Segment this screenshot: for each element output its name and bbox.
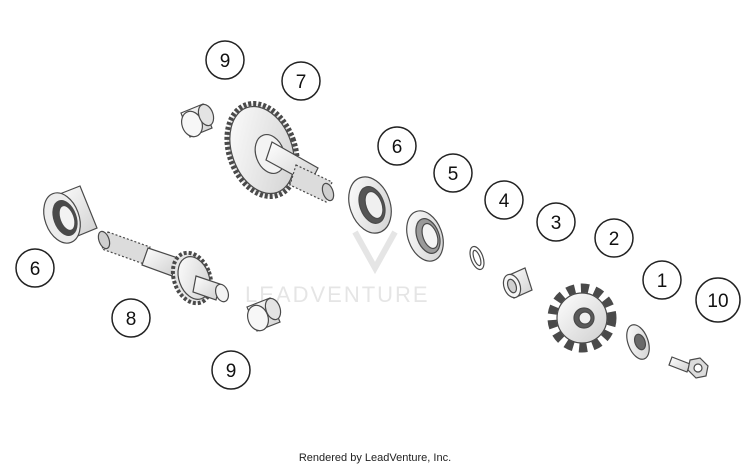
callout-9-top[interactable]: 9 — [205, 40, 245, 80]
callout-label: 10 — [707, 291, 728, 312]
oil-seal — [406, 210, 444, 262]
callout-label: 5 — [448, 164, 459, 185]
lock-washer — [626, 324, 650, 360]
callout-6-middle[interactable]: 6 — [377, 126, 417, 166]
callout-label: 4 — [499, 191, 510, 212]
callout-10[interactable]: 10 — [695, 277, 741, 323]
gear-shaft-assembly — [224, 101, 335, 203]
callout-label: 8 — [126, 309, 137, 330]
callout-label: 1 — [657, 271, 668, 292]
callout-label: 9 — [220, 51, 231, 72]
pinion-shaft — [97, 230, 230, 306]
spacer-bushing — [502, 267, 533, 299]
watermark: LEADVENTURE — [245, 230, 428, 307]
callout-label: 7 — [296, 72, 307, 93]
callout-label: 6 — [392, 137, 403, 158]
callout-3[interactable]: 3 — [536, 202, 576, 242]
sprocket — [547, 283, 617, 353]
ball-bearing-middle — [348, 176, 392, 234]
needle-bearing-top — [180, 103, 215, 138]
callout-8[interactable]: 8 — [111, 298, 151, 338]
needle-bearing-bottom — [246, 297, 282, 332]
callout-label: 2 — [609, 229, 620, 250]
o-ring — [469, 245, 485, 271]
callout-label: 3 — [551, 213, 562, 234]
render-credit: Rendered by LeadVenture, Inc. — [298, 452, 452, 464]
ball-bearing-left — [43, 185, 98, 244]
callout-label: 9 — [226, 361, 237, 382]
callout-5[interactable]: 5 — [433, 153, 473, 193]
callout-label: 6 — [30, 259, 41, 280]
callout-6-left[interactable]: 6 — [15, 248, 55, 288]
callout-2[interactable]: 2 — [594, 218, 634, 258]
callout-9-bottom[interactable]: 9 — [211, 350, 251, 390]
callout-7[interactable]: 7 — [281, 61, 321, 101]
callout-1[interactable]: 1 — [642, 260, 682, 300]
hex-bolt — [668, 356, 709, 379]
callout-4[interactable]: 4 — [484, 180, 524, 220]
